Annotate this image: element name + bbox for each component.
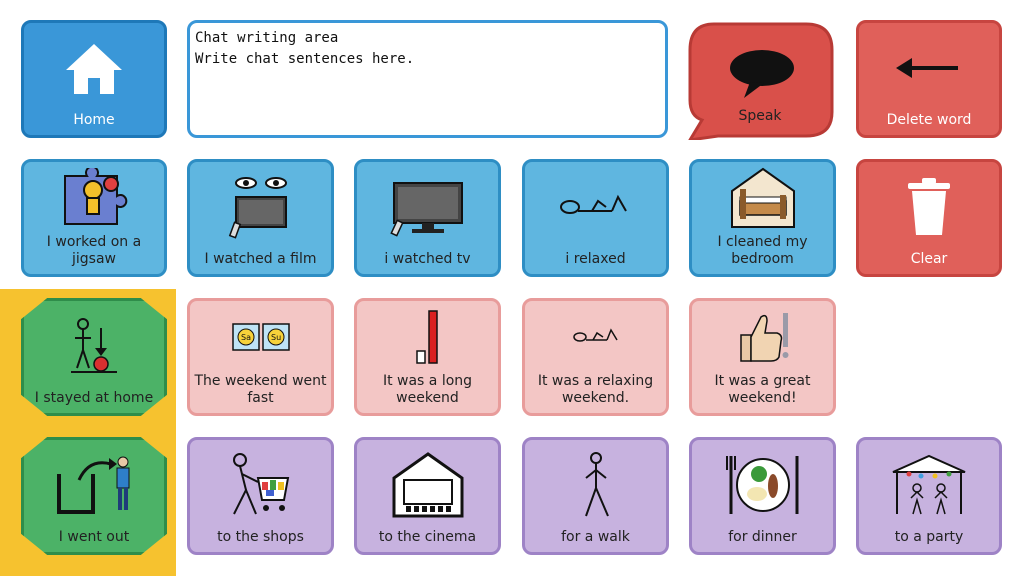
relaxing-icon <box>525 301 666 373</box>
tile-film[interactable]: I watched a film <box>187 159 334 277</box>
tile-for-a-walk[interactable]: for a walk <box>522 437 669 555</box>
tile-for-dinner[interactable]: for dinner <box>689 437 836 555</box>
bedroom-icon <box>692 162 833 234</box>
jigsaw-icon <box>24 162 164 234</box>
speech-bubble-icon <box>730 50 794 98</box>
tile-to-the-shops[interactable]: to the shops <box>187 437 334 555</box>
clear-label: Clear <box>910 251 948 267</box>
delete-word-button[interactable]: Delete word <box>856 20 1002 138</box>
tile-jigsaw[interactable]: I worked on a jigsaw <box>21 159 167 277</box>
tile-label: I stayed at home <box>34 390 154 406</box>
tile-label: i relaxed <box>565 251 626 267</box>
tile-label: I worked on a jigsaw <box>46 234 142 267</box>
chat-line-2: Write chat sentences here. <box>195 51 415 67</box>
stay-home-icon <box>24 301 164 390</box>
tile-weekend-fast[interactable]: Sa Su The weekend went fast <box>187 298 334 416</box>
tile-label: It was a long weekend <box>382 373 473 406</box>
delete-word-label: Delete word <box>886 112 972 128</box>
relax-icon <box>525 162 666 251</box>
tile-stayed-at-home[interactable]: I stayed at home <box>21 298 167 416</box>
sunday-text: Su <box>271 333 281 342</box>
dinner-icon <box>692 440 833 529</box>
tile-great-weekend[interactable]: It was a great weekend! <box>689 298 836 416</box>
speak-button[interactable] <box>684 20 836 140</box>
tile-label: I cleaned my bedroom <box>717 234 808 267</box>
tile-label: to the shops <box>217 529 304 545</box>
tile-to-a-party[interactable]: to a party <box>856 437 1002 555</box>
tile-cleaned-bedroom[interactable]: I cleaned my bedroom <box>689 159 836 277</box>
film-icon <box>190 162 331 251</box>
party-icon <box>859 440 999 529</box>
clear-button[interactable]: Clear <box>856 159 1002 277</box>
tile-label: to the cinema <box>378 529 477 545</box>
cinema-icon <box>357 440 498 529</box>
weekend-icon: Sa Su <box>190 301 331 373</box>
tile-label: It was a great weekend! <box>714 373 811 406</box>
tile-label: I watched a film <box>204 251 317 267</box>
backspace-arrow-icon <box>859 23 999 112</box>
long-icon <box>357 301 498 373</box>
trash-bin-icon <box>859 162 999 251</box>
walk-icon <box>525 440 666 529</box>
tile-went-out[interactable]: I went out <box>21 437 167 555</box>
tile-label: to a party <box>894 529 964 545</box>
tile-label: for a walk <box>561 529 630 545</box>
tile-to-the-cinema[interactable]: to the cinema <box>354 437 501 555</box>
tile-long-weekend[interactable]: It was a long weekend <box>354 298 501 416</box>
home-icon <box>24 23 164 112</box>
saturday-text: Sa <box>241 333 251 342</box>
tile-label: The weekend went fast <box>194 373 327 406</box>
home-label: Home <box>73 112 115 128</box>
tile-label: for dinner <box>728 529 797 545</box>
chat-writing-area[interactable]: Chat writing area Write chat sentences h… <box>187 20 668 138</box>
thumbs-up-icon <box>692 301 833 373</box>
chat-line-1: Chat writing area <box>195 30 339 46</box>
tile-label: It was a relaxing weekend. <box>537 373 654 406</box>
tv-icon <box>357 162 498 251</box>
tile-tv[interactable]: i watched tv <box>354 159 501 277</box>
home-button[interactable]: Home <box>21 20 167 138</box>
tile-relaxed[interactable]: i relaxed <box>522 159 669 277</box>
speak-label: Speak <box>738 108 782 124</box>
went-out-icon <box>24 440 164 529</box>
tile-label: i watched tv <box>384 251 471 267</box>
tile-relaxing-weekend[interactable]: It was a relaxing weekend. <box>522 298 669 416</box>
shopping-cart-icon <box>190 440 331 529</box>
tile-label: I went out <box>58 529 130 545</box>
